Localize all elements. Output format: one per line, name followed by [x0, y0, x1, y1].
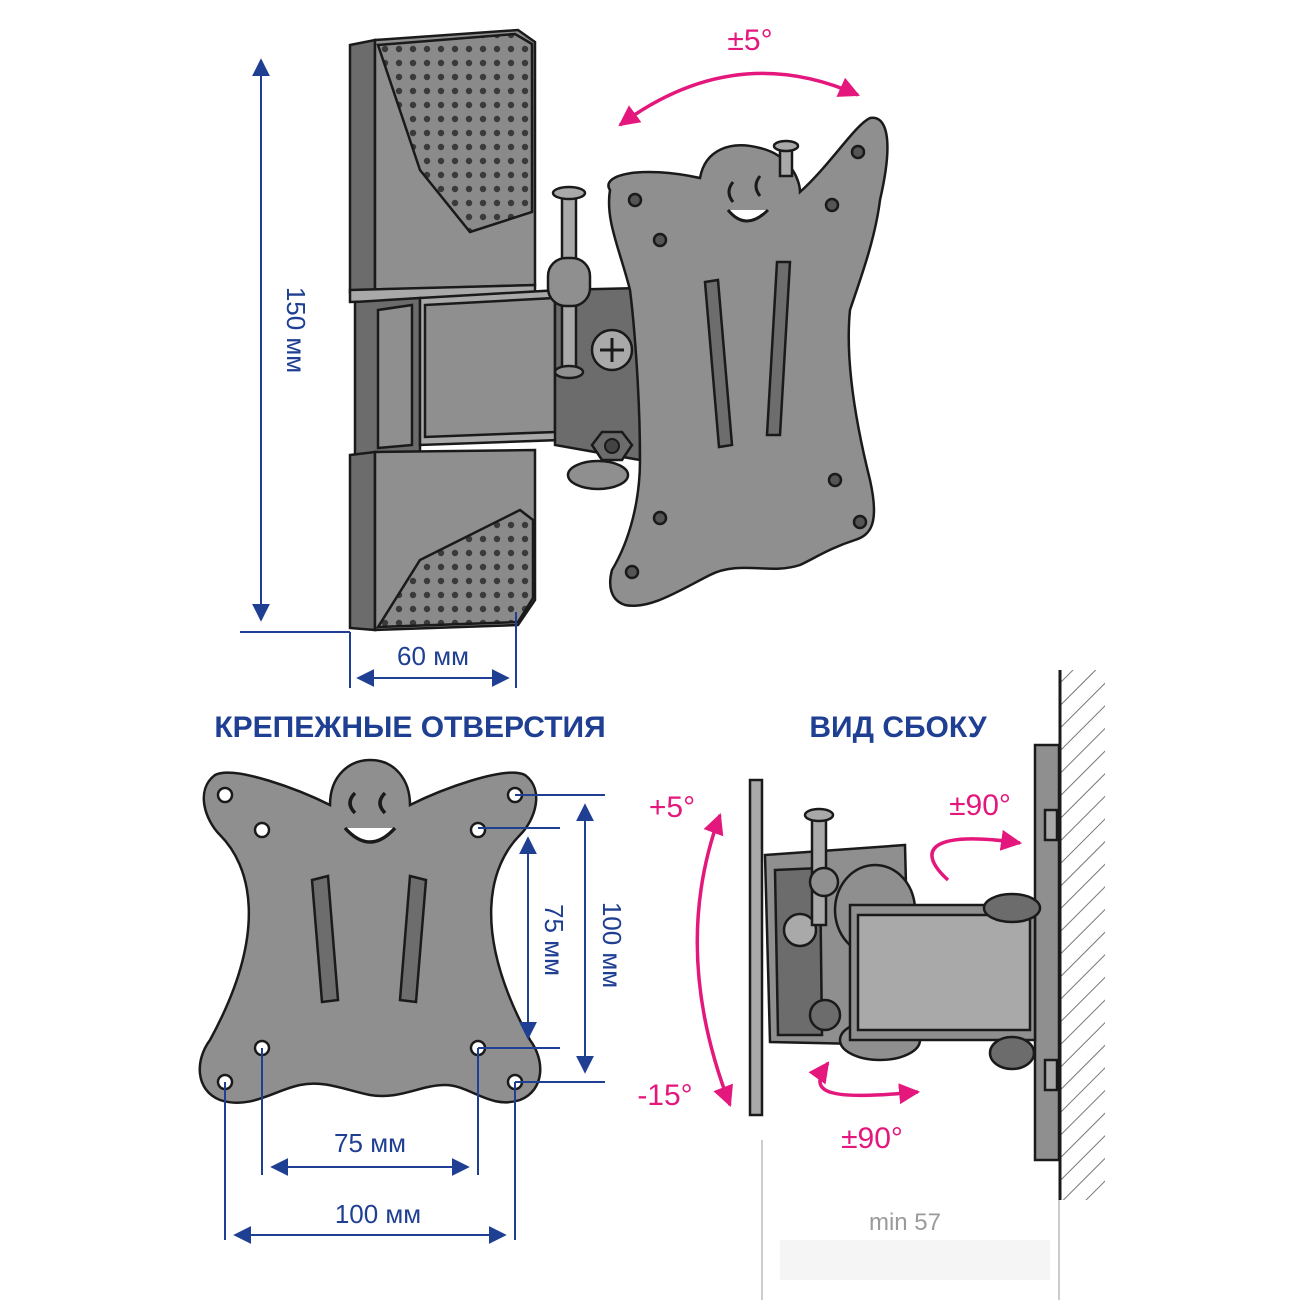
tilt-up-label: +5°: [649, 791, 695, 824]
slot-right: [398, 874, 428, 1004]
side-vesa-plate: [748, 778, 764, 1117]
rotate-bottom-label: ±90°: [841, 1122, 903, 1155]
mounting-holes-heading: КРЕПЕЖНЫЕ ОТВЕРСТИЯ: [214, 711, 605, 744]
height-label: 150 мм: [281, 287, 311, 373]
horizontal-100-label: 100 мм: [335, 1199, 421, 1229]
mounting-holes-view: КРЕПЕЖНЫЕ ОТВЕРСТИЯ 75 мм 100 мм: [198, 711, 627, 1244]
tilt-arrow: [695, 813, 733, 1107]
vertical-75-label: 75 мм: [539, 904, 569, 976]
vesa-plate-front: [198, 758, 542, 1105]
rotate-bottom-arrow: [808, 1061, 921, 1105]
rotate-wall-label: ±90°: [949, 789, 1011, 822]
wall-plate: [348, 28, 537, 632]
min-distance-label: min 57: [869, 1209, 941, 1236]
vertical-100-label: 100 мм: [597, 902, 627, 988]
side-wall-plate: [1033, 743, 1061, 1162]
slot-left: [310, 874, 340, 1004]
bracket-perspective-view: 150 мм 60 мм ±5°: [240, 24, 889, 688]
hole-top-left-inner: [253, 821, 271, 839]
wall-hatch: [1060, 670, 1105, 1200]
hole-top-right-inner: [469, 821, 487, 839]
horizontal-75-label: 75 мм: [334, 1128, 406, 1158]
side-view-heading: ВИД СБОКУ: [809, 711, 987, 744]
side-view: ВИД СБОКУ +5° -15° ±90° ±9: [637, 670, 1105, 1300]
faded-strip: [780, 1240, 1050, 1280]
width-label: 60 мм: [397, 641, 469, 671]
swivel-arrow: [618, 71, 860, 127]
rotate-wall-arrow: [930, 829, 1023, 882]
vesa-plate-perspective: [607, 116, 889, 608]
tilt-down-label: -15°: [637, 1079, 692, 1112]
swivel-angle-label: ±5°: [727, 24, 772, 57]
swivel-arm: [418, 185, 642, 491]
hole-top-left-outer: [216, 786, 234, 804]
